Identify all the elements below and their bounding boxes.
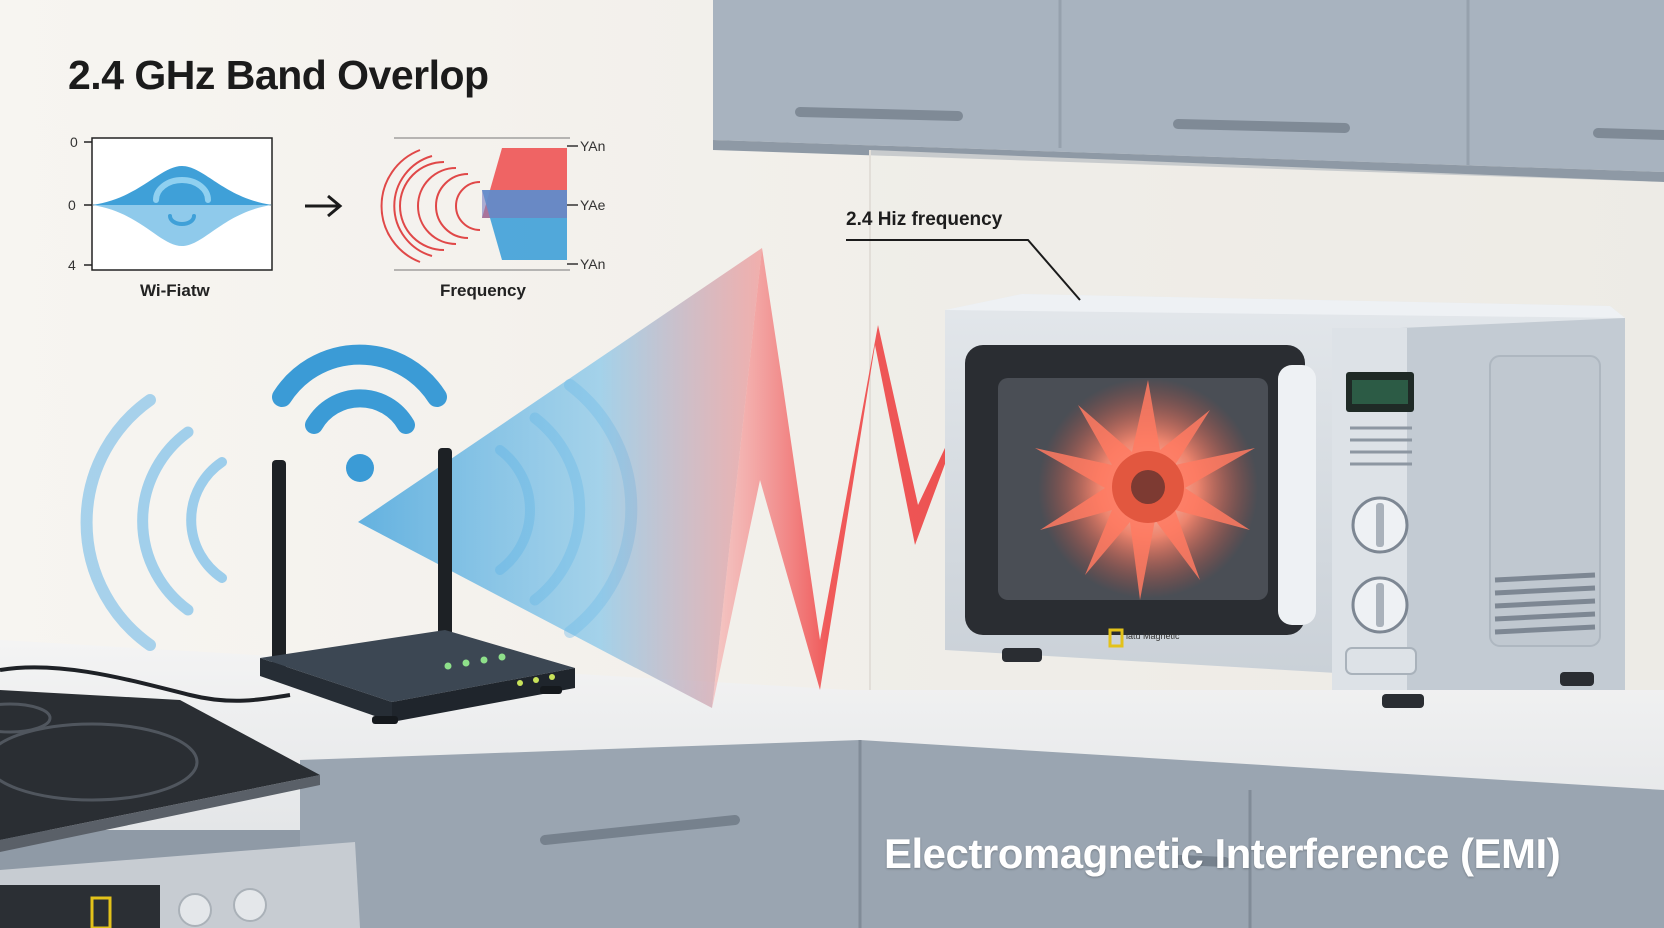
microwave-badge: latu Magnetic bbox=[1126, 631, 1180, 641]
upper-cabinets bbox=[713, 0, 1664, 182]
wifi-icon bbox=[272, 344, 447, 482]
signal-beam bbox=[358, 248, 762, 708]
frequency-chart-caption: Frequency bbox=[440, 281, 526, 300]
interference-wave bbox=[712, 248, 1095, 708]
router-icon bbox=[260, 448, 575, 724]
wifi-chart-caption: Wi-Fiatw bbox=[140, 281, 210, 300]
cooktop-icon bbox=[0, 690, 360, 928]
wifi-chart-tick-bottom: 4 bbox=[68, 257, 76, 273]
signal-arcs-left bbox=[80, 394, 227, 651]
wifi-chart bbox=[84, 137, 273, 271]
frequency-chart-label-bottom: YAn bbox=[580, 256, 606, 272]
arrow-icon bbox=[305, 194, 343, 218]
wifi-chart-tick-top: 0 bbox=[70, 134, 78, 150]
emi-label: Electromagnetic Interference (EMI) bbox=[884, 830, 1561, 877]
wifi-chart-tick-middle: 0 bbox=[68, 197, 76, 213]
router-cable bbox=[0, 665, 291, 703]
frequency-chart-label-middle: YAe bbox=[580, 197, 606, 213]
frequency-chart-label-top: YAn bbox=[580, 138, 606, 154]
frequency-callout-label: 2.4 Hiz frequency bbox=[846, 209, 1003, 230]
page-title: 2.4 GHz Band Overlop bbox=[68, 52, 489, 98]
callout-line bbox=[846, 239, 1081, 301]
frequency-chart bbox=[380, 137, 578, 271]
microwave-icon bbox=[945, 294, 1625, 708]
